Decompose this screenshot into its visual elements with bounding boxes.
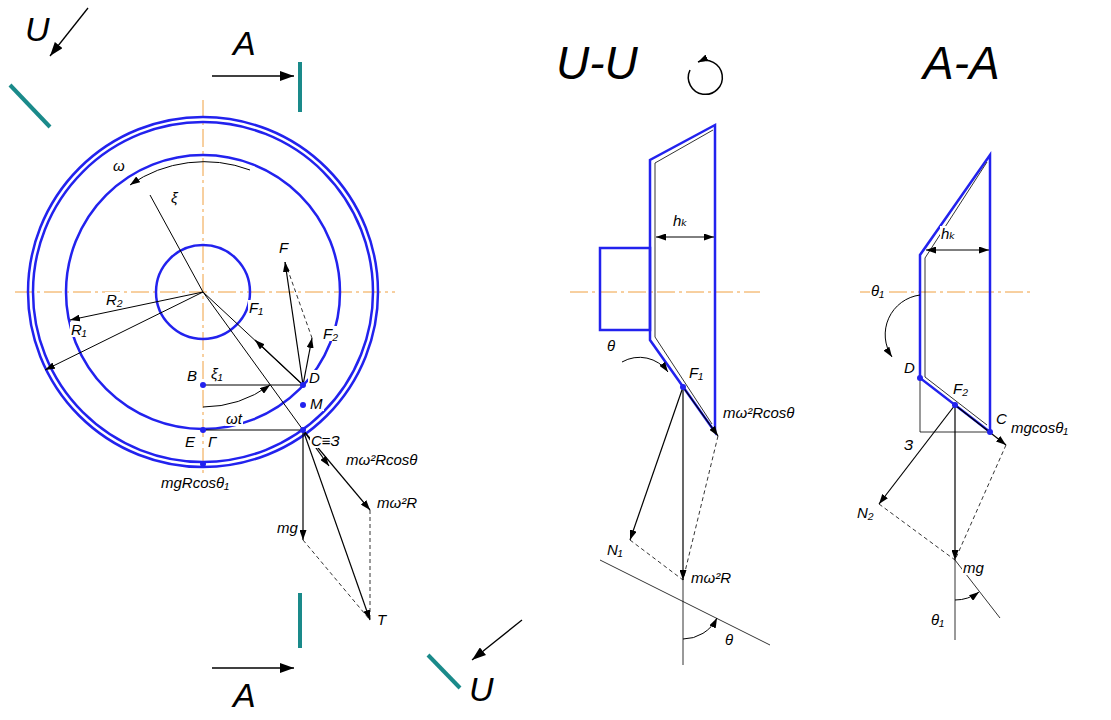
point-label: R₂ (105, 292, 124, 307)
point-label: E (184, 434, 196, 449)
point-label: T (376, 612, 387, 627)
point-label: U (468, 672, 495, 706)
front-view (15, 100, 395, 620)
point-label: F₁ (248, 300, 264, 315)
point-label: F₂ (322, 326, 339, 341)
point-label: M (309, 396, 324, 411)
point-label: mgcosθ₁ (1010, 420, 1069, 435)
point-label: A-A (922, 40, 1001, 86)
point-label: F₂ (952, 381, 969, 396)
angular-velocity: ω (112, 158, 126, 173)
point-label: B (186, 368, 198, 383)
point-label: mg (962, 560, 985, 575)
point-label: ωt (225, 411, 243, 426)
point-label: C (995, 411, 1008, 426)
angle-symbol: ξ (170, 190, 179, 205)
point-label: R₁ (70, 322, 88, 337)
point-label: mω²Rcosθ (345, 452, 418, 467)
point-label: θ (606, 338, 616, 353)
point-label: hₖ (940, 226, 957, 241)
point-label: A (232, 678, 257, 712)
force-label: F (278, 240, 289, 255)
view-mark: A (232, 26, 257, 60)
point-label: mω²R (376, 495, 418, 510)
point-label: З (903, 437, 914, 452)
point-label: D (903, 360, 916, 375)
view-mark: U (24, 12, 51, 46)
point-label: F₁ (688, 365, 704, 380)
point-label: Г (207, 434, 217, 449)
section-u-view (570, 60, 770, 665)
section-a-view (860, 155, 1030, 640)
section-mark (10, 8, 522, 688)
point-label: θ (724, 632, 734, 647)
point-label: mω²R (690, 570, 732, 585)
point-label: mω²Rcosθ (722, 405, 795, 420)
point-label: hₖ (672, 213, 689, 228)
point-label: mg (276, 520, 299, 535)
point-label: N₂ (856, 505, 875, 520)
point-label: N₁ (606, 542, 624, 557)
point-label: θ₁ (930, 612, 945, 627)
point-label: mgRcosθ₁ (160, 475, 230, 490)
point-label: ξ₁ (210, 366, 223, 381)
point-label: θ₁ (870, 283, 885, 298)
point-label: D (308, 370, 321, 385)
point-label: C≡З (310, 433, 341, 448)
point-label: U-U (555, 40, 639, 86)
